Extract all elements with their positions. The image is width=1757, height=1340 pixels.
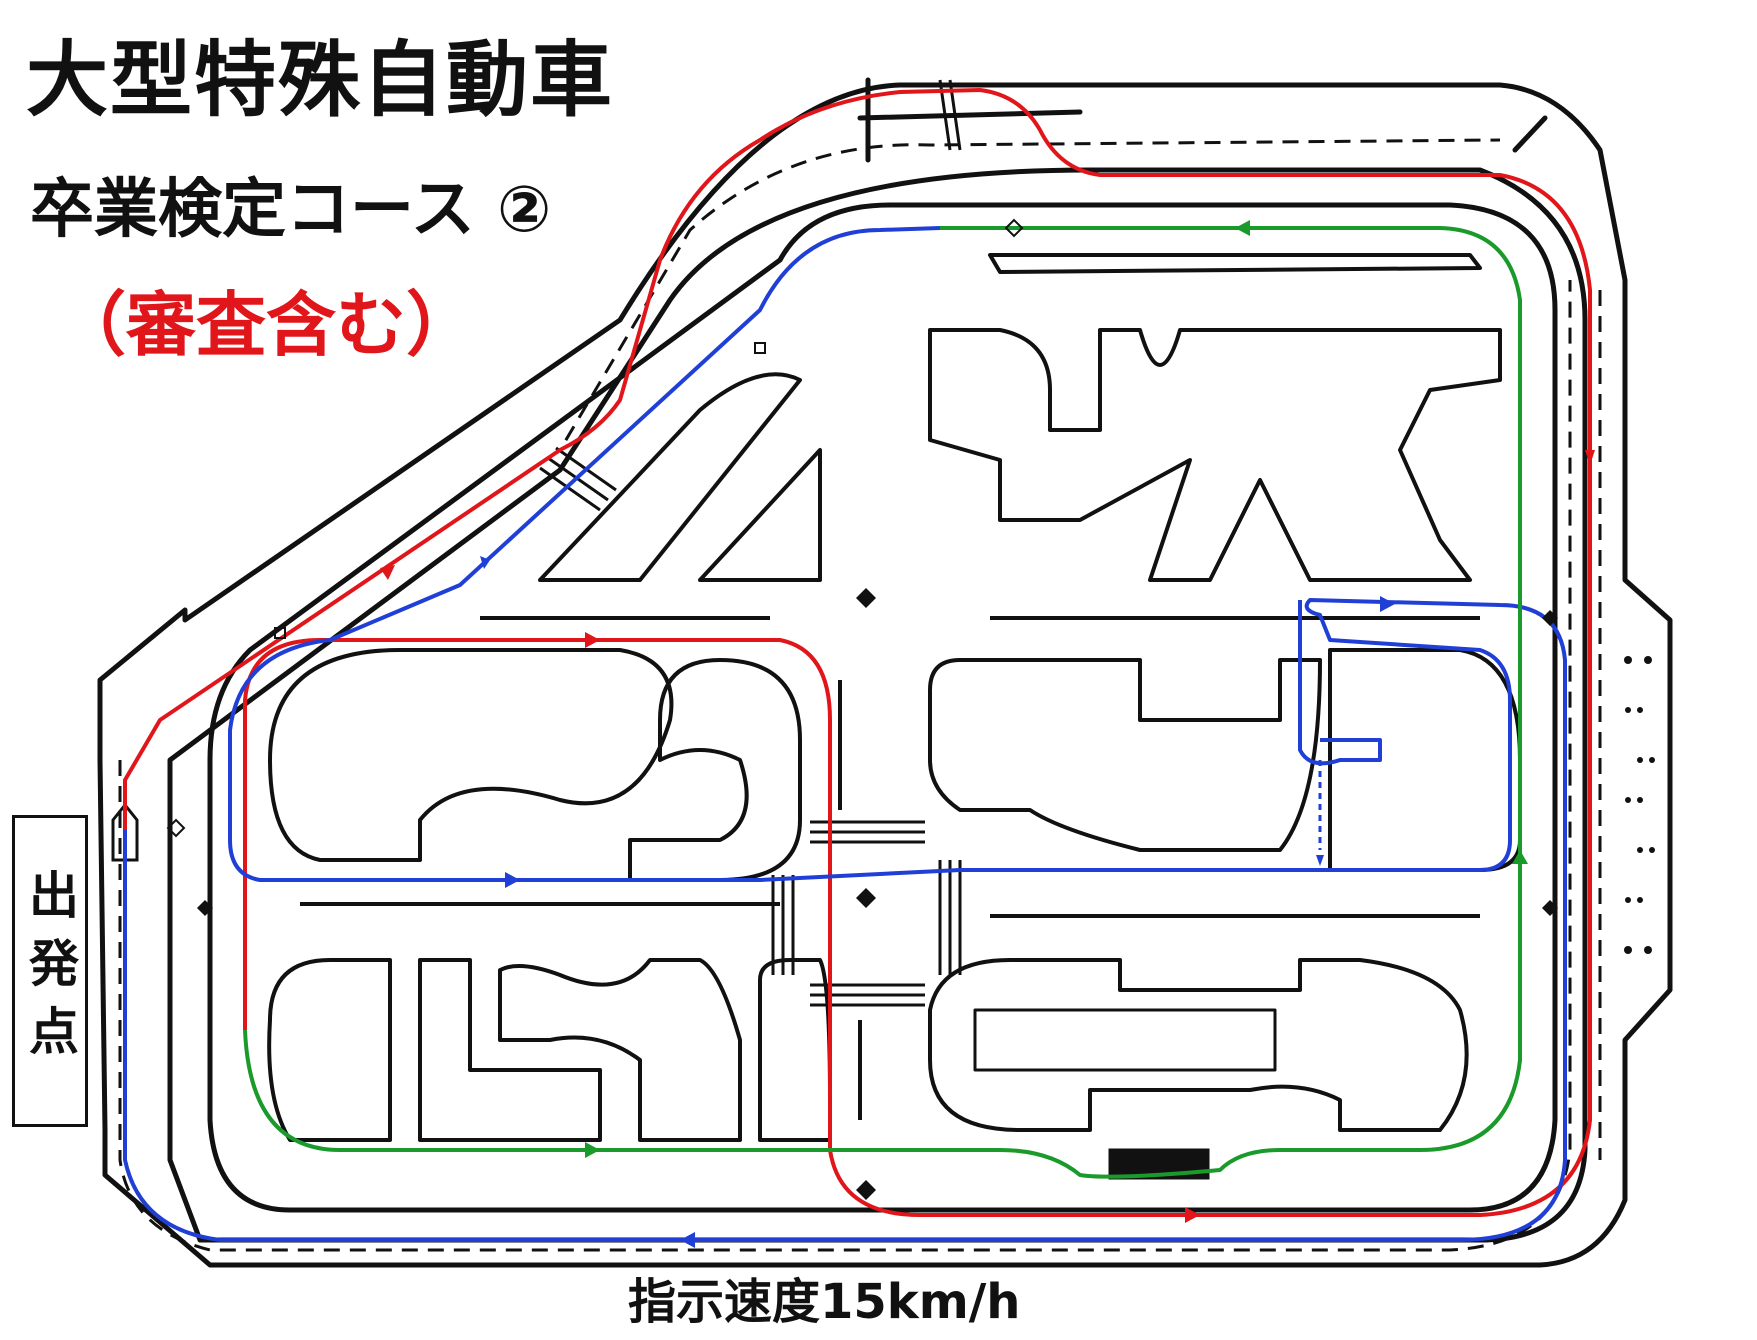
- route-green: [243, 226, 1522, 1179]
- route-red: [123, 88, 1592, 1217]
- crosswalks: [539, 79, 962, 1007]
- lane-dividers: [300, 616, 1480, 1120]
- diamond-signals: [197, 588, 1558, 1200]
- track-outline: [97, 77, 1673, 1268]
- signal-dots: [1624, 656, 1655, 954]
- start-point-label: 出発点: [21, 869, 79, 1073]
- start-marker: [111, 802, 1210, 1180]
- route-blue: [123, 226, 1567, 1242]
- speed-label: 指示速度15km/h: [628, 1274, 1021, 1330]
- page-subtitle: 卒業検定コース ②: [30, 173, 552, 247]
- route-green-arrows: [585, 220, 1528, 1158]
- route-red-arrows: [380, 450, 1595, 1223]
- small-markers: [166, 218, 1024, 838]
- route-blue-arrows: [480, 556, 1395, 1248]
- page-title: 大型特殊自動車: [26, 33, 615, 128]
- start-point-box: 出発点: [12, 815, 88, 1127]
- course-islands: [267, 253, 1522, 1142]
- exam-note: （審査含む）: [56, 284, 476, 366]
